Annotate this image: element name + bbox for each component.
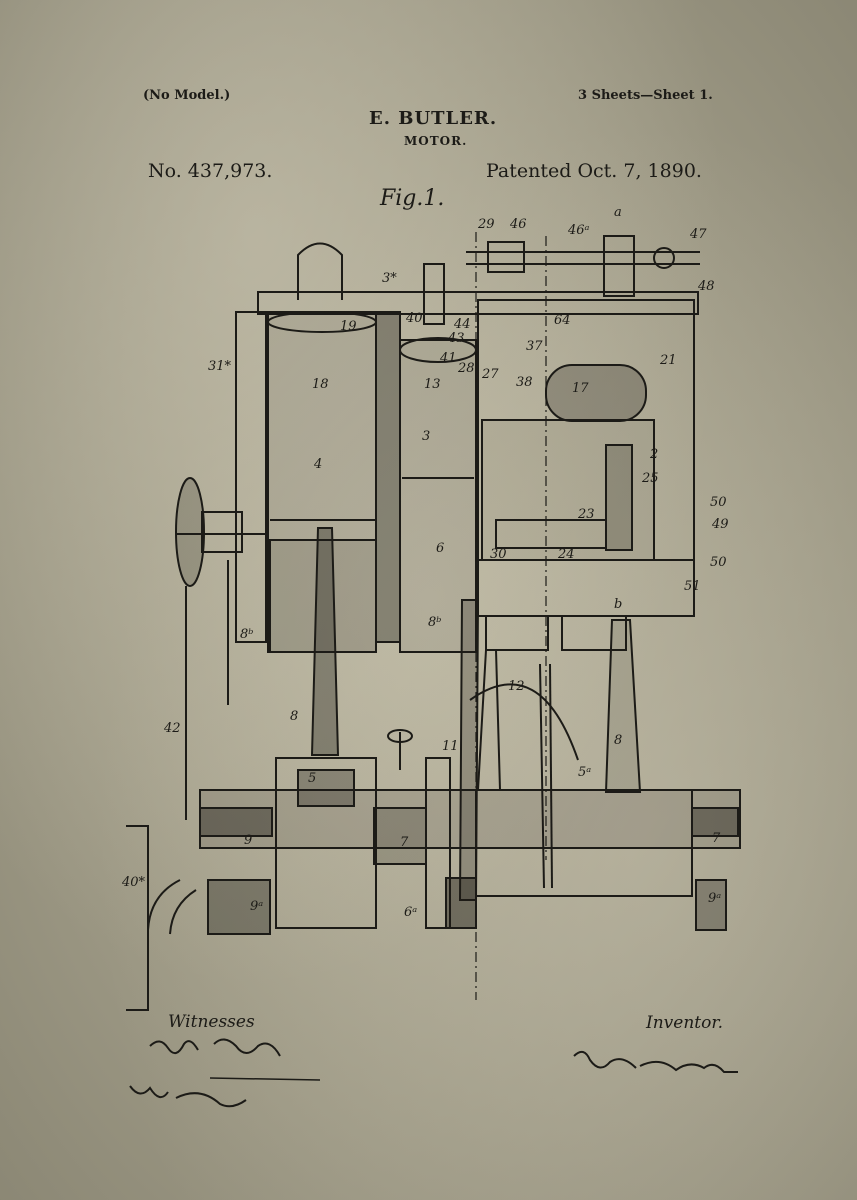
crankshaft-housing — [199, 789, 741, 849]
sheet-number: 3 Sheets—Sheet 1. — [578, 88, 713, 103]
svg-text:28: 28 — [457, 361, 475, 376]
svg-text:46ᵃ: 46ᵃ — [567, 223, 590, 238]
svg-text:13: 13 — [424, 377, 441, 392]
svg-text:21: 21 — [659, 353, 677, 368]
svg-text:37: 37 — [526, 339, 543, 354]
svg-text:24: 24 — [557, 547, 575, 562]
svg-text:43: 43 — [447, 331, 465, 346]
svg-text:5ᵃ: 5ᵃ — [578, 765, 591, 780]
svg-text:12: 12 — [508, 679, 525, 694]
svg-text:40: 40 — [405, 311, 423, 326]
connecting-rod — [310, 527, 340, 756]
svg-text:6: 6 — [436, 541, 444, 556]
svg-text:51: 51 — [684, 579, 701, 594]
svg-text:9ᵃ: 9ᵃ — [250, 899, 263, 914]
svg-text:8ᵇ: 8ᵇ — [240, 627, 253, 642]
svg-text:18: 18 — [312, 377, 329, 392]
inventor-signature — [573, 1050, 738, 1073]
svg-text:17: 17 — [572, 381, 589, 396]
valve-17 — [545, 364, 647, 422]
svg-text:7: 7 — [400, 835, 409, 850]
svg-text:42: 42 — [163, 721, 181, 736]
svg-text:50: 50 — [710, 555, 727, 570]
svg-text:27: 27 — [481, 367, 499, 382]
svg-text:11: 11 — [442, 739, 459, 754]
left-housing — [235, 311, 267, 643]
svg-text:30: 30 — [490, 547, 507, 562]
no-model-note: (No Model.) — [143, 88, 231, 103]
svg-text:8: 8 — [614, 733, 622, 748]
svg-text:a: a — [614, 205, 622, 220]
figure-label: Fig.1. — [380, 186, 445, 211]
svg-text:23: 23 — [577, 507, 595, 522]
left-cylinder-cap — [297, 242, 343, 300]
svg-text:8ᵇ: 8ᵇ — [428, 615, 441, 630]
svg-text:9ᵃ: 9ᵃ — [708, 891, 721, 906]
witnesses-label: Witnesses — [168, 1012, 255, 1032]
svg-text:64: 64 — [554, 313, 571, 328]
svg-text:19: 19 — [340, 319, 357, 334]
svg-text:48: 48 — [697, 279, 715, 294]
svg-text:31*: 31* — [208, 359, 232, 374]
svg-text:49: 49 — [711, 517, 729, 532]
svg-text:47: 47 — [689, 227, 707, 242]
svg-text:3: 3 — [422, 429, 430, 444]
svg-text:2: 2 — [649, 447, 658, 462]
svg-text:3*: 3* — [382, 271, 397, 286]
witness-signatures — [129, 1038, 281, 1108]
svg-text:38: 38 — [516, 375, 533, 390]
inventor-name: E. BUTLER. — [369, 108, 498, 129]
patent-number: No. 437,973. — [148, 160, 273, 182]
middle-wall — [375, 311, 401, 643]
svg-text:7: 7 — [712, 831, 721, 846]
invention-title: MOTOR. — [404, 134, 468, 148]
inventor-label: Inventor. — [646, 1013, 724, 1033]
svg-text:41: 41 — [439, 351, 457, 366]
svg-text:b: b — [614, 597, 622, 612]
svg-text:4: 4 — [313, 457, 322, 472]
svg-text:46: 46 — [509, 217, 527, 232]
svg-text:50: 50 — [710, 495, 727, 510]
patent-date: Patented Oct. 7, 1890. — [486, 160, 702, 182]
svg-text:6ᵃ: 6ᵃ — [404, 905, 417, 920]
svg-text:29: 29 — [477, 217, 495, 232]
flywheel — [175, 477, 205, 587]
svg-text:25: 25 — [641, 471, 659, 486]
svg-text:8: 8 — [290, 709, 298, 724]
svg-text:44: 44 — [453, 317, 471, 332]
svg-text:5: 5 — [308, 771, 316, 786]
svg-text:9: 9 — [244, 833, 252, 848]
svg-text:40*: 40* — [121, 875, 146, 890]
